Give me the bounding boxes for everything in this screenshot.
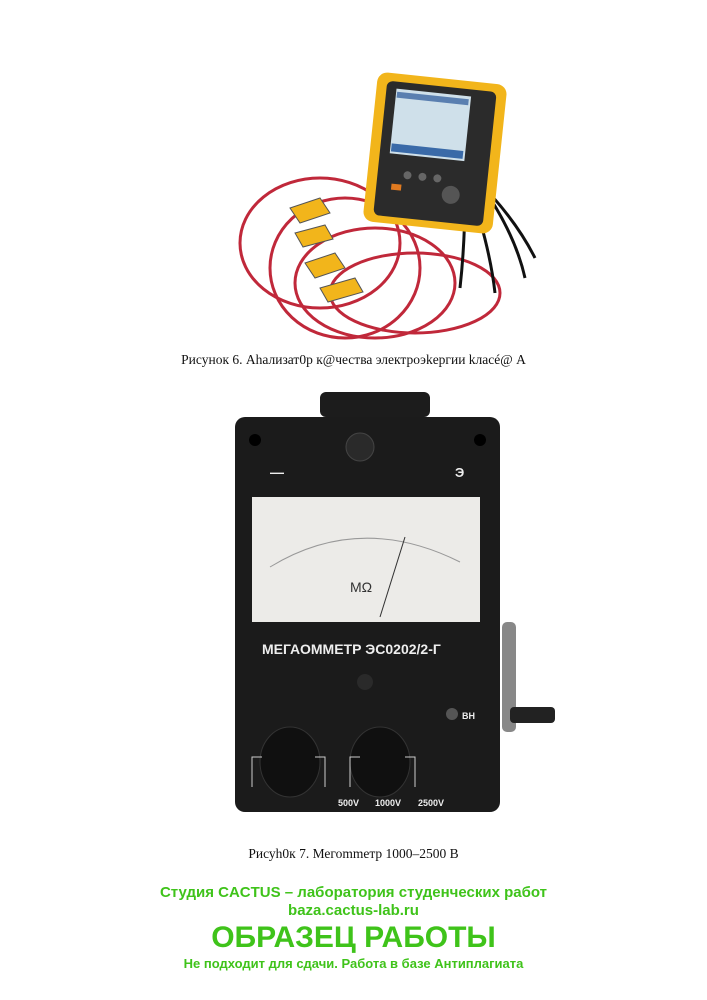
model-label: МЕГАОММЕТР ЭС0202/2-Г: [262, 641, 441, 657]
terminal-minus-label: —: [270, 464, 284, 480]
figure-6-caption: Рисунок 6. Аhализат0р к@чества электроэk…: [181, 352, 526, 367]
terminal-e-label: Э: [455, 465, 464, 480]
range-2500v: 2500V: [418, 798, 444, 808]
figure-7-caption: Рисуh0к 7. Мегоmmетр 1000–2500 В: [248, 846, 459, 861]
watermark: Студия CACTUS – лаборатория студенческих…: [0, 884, 707, 972]
watermark-studio: Студия CACTUS – лаборатория студенческих…: [159, 884, 548, 901]
range-1000v: 1000V: [375, 798, 401, 808]
watermark-url: baza.cactus-lab.ru: [288, 902, 419, 919]
watermark-notice: Не подходит для сдачи. Работа в базе Ант…: [183, 956, 524, 971]
power-quality-analyzer-photo: [238, 72, 537, 340]
unit-label: MΩ: [350, 579, 372, 595]
range-500v: 500V: [338, 798, 359, 808]
watermark-sample: ОБРАЗЕЦ РАБОТЫ: [211, 921, 496, 954]
hv-label: ВН: [462, 711, 475, 721]
megohmmeter-photo: — Э MΩ МЕГАОММЕТР ЭС0202/2-Г ВН 500V 100…: [235, 392, 555, 812]
